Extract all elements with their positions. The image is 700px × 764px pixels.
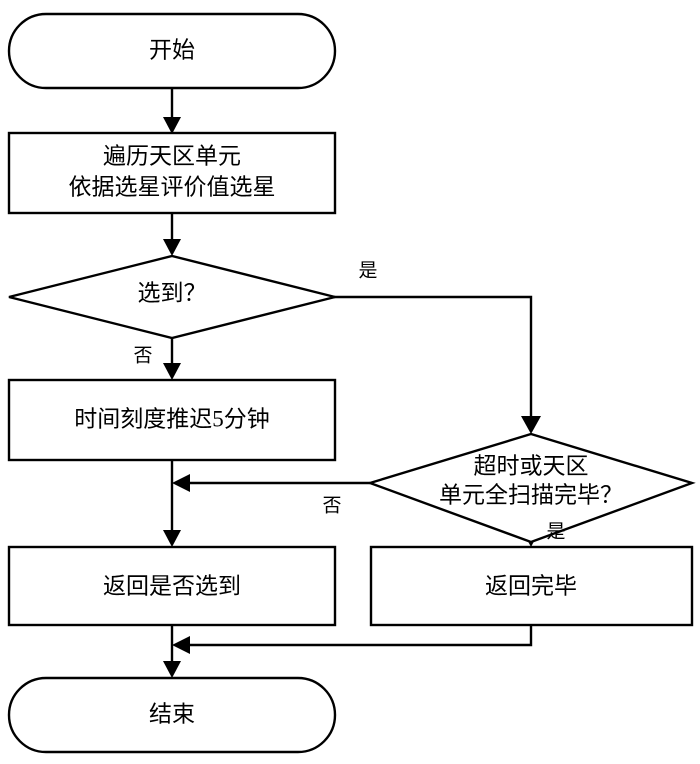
edge-start-to-traverse: [163, 88, 181, 134]
edge-selected-no-to-delay: [163, 338, 181, 380]
arrow-head-icon: [163, 661, 181, 678]
node-delay-label: 时间刻度推迟5分钟: [74, 406, 270, 431]
node-traverse-label-line1: 遍历天区单元: [103, 143, 241, 168]
node-timeout-question[interactable]: 超时或天区 单元全扫描完毕？: [366, 432, 696, 544]
node-traverse[interactable]: 遍历天区单元 依据选星评价值选星: [7, 131, 337, 215]
edge-label-timeout-no: 否: [322, 495, 341, 516]
node-delay[interactable]: 时间刻度推迟5分钟: [7, 378, 337, 462]
edge-label-selected-no: 否: [133, 345, 152, 366]
node-return-done[interactable]: 返回完毕: [369, 545, 694, 627]
node-timeout-question-label-line2: 单元全扫描完毕？: [439, 482, 623, 507]
arrow-head-icon: [521, 416, 541, 434]
node-timeout-question-label-line1: 超时或天区: [474, 453, 589, 478]
edge-delay-to-return-selected: [163, 460, 181, 547]
edge-timeout-no-to-delay-path: [172, 474, 370, 492]
arrow-head-icon: [163, 363, 181, 380]
node-return-done-label: 返回完毕: [485, 573, 577, 598]
arrow-head-icon: [172, 636, 190, 654]
edge-traverse-to-selected: [163, 213, 181, 256]
node-return-selected[interactable]: 返回是否选到: [7, 545, 337, 627]
node-start[interactable]: 开始: [7, 12, 337, 90]
edge-label-selected-yes: 是: [358, 260, 377, 281]
arrow-head-icon: [163, 117, 181, 134]
arrow-head-icon: [172, 474, 190, 492]
arrow-head-icon: [163, 530, 181, 547]
node-traverse-label-line2: 依据选星评价值选星: [69, 174, 276, 199]
edge-return-done-to-end: [172, 625, 533, 654]
arrow-head-icon: [163, 239, 181, 256]
node-end-label: 结束: [149, 701, 195, 726]
node-selected-question[interactable]: 选到？: [8, 254, 336, 340]
edge-return-selected-to-end: [163, 625, 181, 678]
node-selected-question-label: 选到？: [138, 280, 207, 305]
node-end[interactable]: 结束: [7, 676, 337, 754]
edge-selected-yes-to-timeout: [310, 295, 541, 434]
node-start-label: 开始: [149, 37, 195, 62]
edge-label-timeout-yes: 是: [546, 521, 565, 542]
node-return-selected-label: 返回是否选到: [103, 573, 241, 598]
